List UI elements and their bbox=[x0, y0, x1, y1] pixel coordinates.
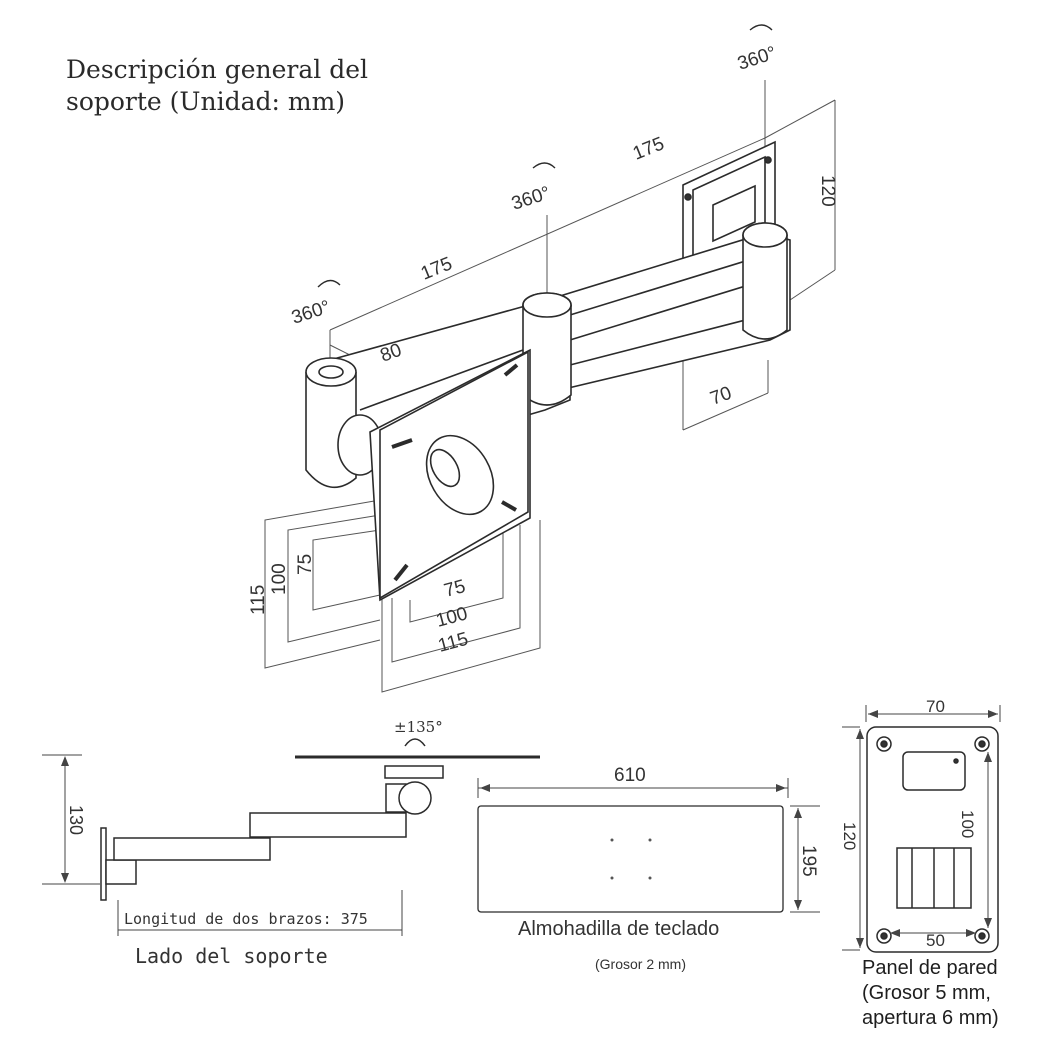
vesa-inner-vertical-label: 75 bbox=[295, 554, 316, 575]
vesa-outer-horizontal-label: 115 bbox=[436, 629, 471, 657]
vesa-inner-horizontal-label: 75 bbox=[442, 576, 468, 602]
wall-panel-labels: 70 120 100 50 bbox=[840, 697, 977, 950]
wall-panel-width-label: 70 bbox=[926, 697, 945, 716]
title-line-2: soporte (Unidad: mm) bbox=[66, 87, 346, 116]
main-isometric-view bbox=[264, 24, 836, 693]
side-view-labels: ±135° 130 Longitud de dos brazos: 375 La… bbox=[66, 718, 443, 968]
wall-panel-caption-line-2: (Grosor 5 mm, bbox=[862, 982, 991, 1004]
rotation-arrows bbox=[317, 24, 773, 288]
two-arms-length-label: Longitud de dos brazos: 375 bbox=[124, 910, 368, 928]
vesa-middle-vertical-label: 100 bbox=[269, 563, 290, 595]
wall-panel-height-label: 120 bbox=[840, 822, 859, 850]
keyboard-pad-thickness: (Grosor 2 mm) bbox=[595, 956, 686, 972]
keyboard-width-label: 610 bbox=[614, 765, 646, 786]
rotation-label-top: 360° bbox=[735, 43, 779, 75]
vesa-dimension-lines bbox=[264, 499, 541, 693]
keyboard-pad bbox=[477, 778, 820, 913]
vesa-plate-3d bbox=[369, 348, 531, 602]
wall-plate-height-label: 120 bbox=[817, 175, 838, 207]
wall-panel-caption-line-1: Panel de pared bbox=[862, 957, 998, 979]
base-pivot-3d bbox=[305, 357, 383, 489]
rotation-label-base: 360° bbox=[289, 297, 333, 329]
wall-panel-hole-horizontal-label: 50 bbox=[926, 931, 945, 950]
arm2-length-label: 175 bbox=[630, 133, 667, 164]
wall-panel bbox=[842, 705, 1001, 953]
wall-panel-hole-vertical-label: 100 bbox=[958, 810, 977, 838]
side-height-label: 130 bbox=[66, 805, 86, 835]
second-arm-3d bbox=[539, 222, 791, 397]
tilt-label: ±135° bbox=[394, 718, 443, 736]
wall-panel-caption-line-3: apertura 6 mm) bbox=[862, 1007, 999, 1029]
vesa-middle-horizontal-label: 100 bbox=[434, 603, 470, 631]
arm1-length-label: 175 bbox=[418, 253, 455, 284]
wall-panel-caption: Panel de pared (Grosor 5 mm, apertura 6 … bbox=[862, 956, 999, 1031]
keyboard-pad-labels: 610 195 Almohadilla de teclado (Grosor 2… bbox=[518, 765, 819, 972]
side-view-caption: Lado del soporte bbox=[135, 944, 328, 968]
diagram-title: Descripción general del soporte (Unidad:… bbox=[66, 54, 368, 118]
keyboard-height-label: 195 bbox=[798, 845, 819, 877]
side-view bbox=[42, 738, 540, 936]
rotation-label-middle: 360° bbox=[509, 183, 553, 215]
title-line-1: Descripción general del bbox=[66, 55, 369, 84]
wall-plate-width-label: 70 bbox=[708, 383, 735, 410]
keyboard-pad-caption: Almohadilla de teclado bbox=[518, 918, 719, 940]
vesa-outer-vertical-label: 115 bbox=[248, 585, 269, 615]
